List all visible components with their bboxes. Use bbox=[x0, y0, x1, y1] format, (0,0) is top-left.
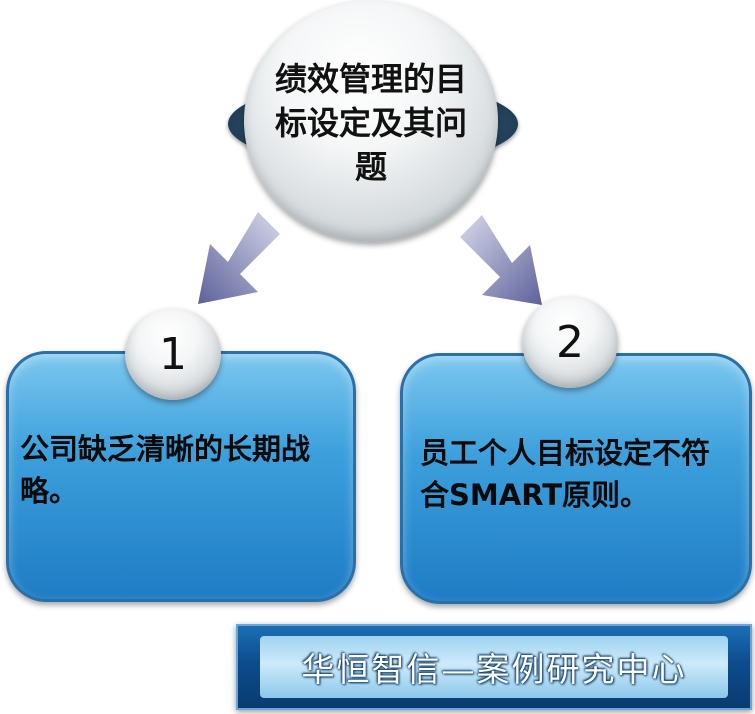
banner-inner-panel bbox=[260, 636, 728, 698]
number-badge-2: 2 bbox=[522, 296, 618, 388]
center-title: 绩效管理的目标设定及其问题 bbox=[274, 60, 467, 186]
problem-box-2 bbox=[400, 353, 752, 604]
arrow-down-left-icon bbox=[198, 212, 280, 304]
problem-text-2: 员工个人目标设定不符合SMART原则。 bbox=[420, 436, 711, 512]
arrow-down-right-icon bbox=[460, 215, 542, 305]
center-topic-circle: 绩效管理的目标设定及其问题 bbox=[244, 0, 498, 242]
number-badge-1: 1 bbox=[125, 308, 221, 400]
banner-text: 华恒智信—案例研究中心 bbox=[301, 650, 687, 689]
source-banner: 华恒智信—案例研究中心 bbox=[236, 624, 752, 710]
problem-text-1: 公司缺乏清晰的长期战略。 bbox=[20, 432, 311, 508]
